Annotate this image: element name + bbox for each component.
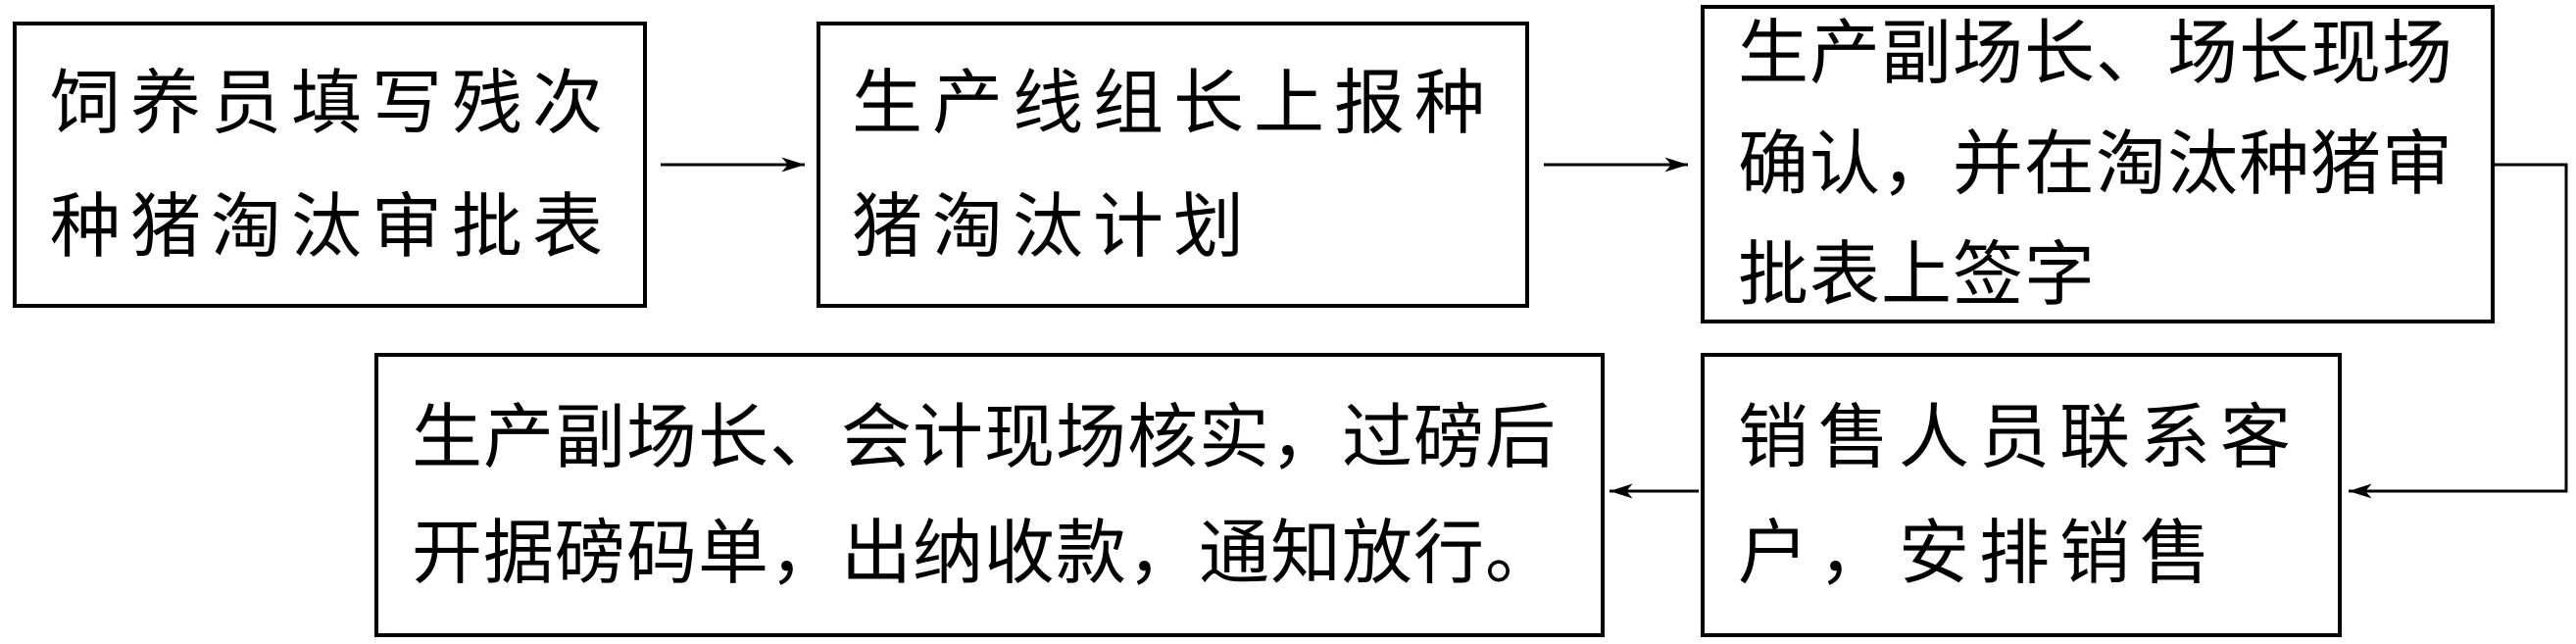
step-2-line-2: 猪淘汰计划: [852, 185, 1255, 268]
step-2-box: 生产线组长上报种 猪淘汰计划: [817, 22, 1529, 308]
step-1-line-1: 饲养员填写残次: [50, 62, 614, 144]
step-1-line-2: 种猪淘汰审批表: [50, 185, 614, 268]
step-3-line-1: 生产副场长、场长现场: [1738, 12, 2454, 94]
step-3-line-2: 确认，并在淘汰种猪审: [1738, 123, 2454, 205]
step-5-line-1: 生产副场长、会计现场核实，过磅后: [412, 396, 1558, 478]
step-1-box: 饲养员填写残次 种猪淘汰审批表: [13, 22, 647, 308]
step-4-box: 销售人员联系客 户，安排销售: [1701, 353, 2342, 637]
step-3-box: 生产副场长、场长现场 确认，并在淘汰种猪审 批表上签字: [1701, 5, 2495, 323]
step-4-line-1: 销售人员联系客: [1738, 396, 2302, 478]
step-5-box: 生产副场长、会计现场核实，过磅后 开据磅码单，出纳收款，通知放行。: [374, 353, 1605, 637]
step-2-line-1: 生产线组长上报种: [852, 62, 1496, 144]
step-4-line-2: 户，安排销售: [1738, 512, 2221, 594]
step-5-line-2: 开据磅码单，出纳收款，通知放行。: [412, 512, 1558, 594]
step-3-line-3: 批表上签字: [1738, 233, 2097, 316]
